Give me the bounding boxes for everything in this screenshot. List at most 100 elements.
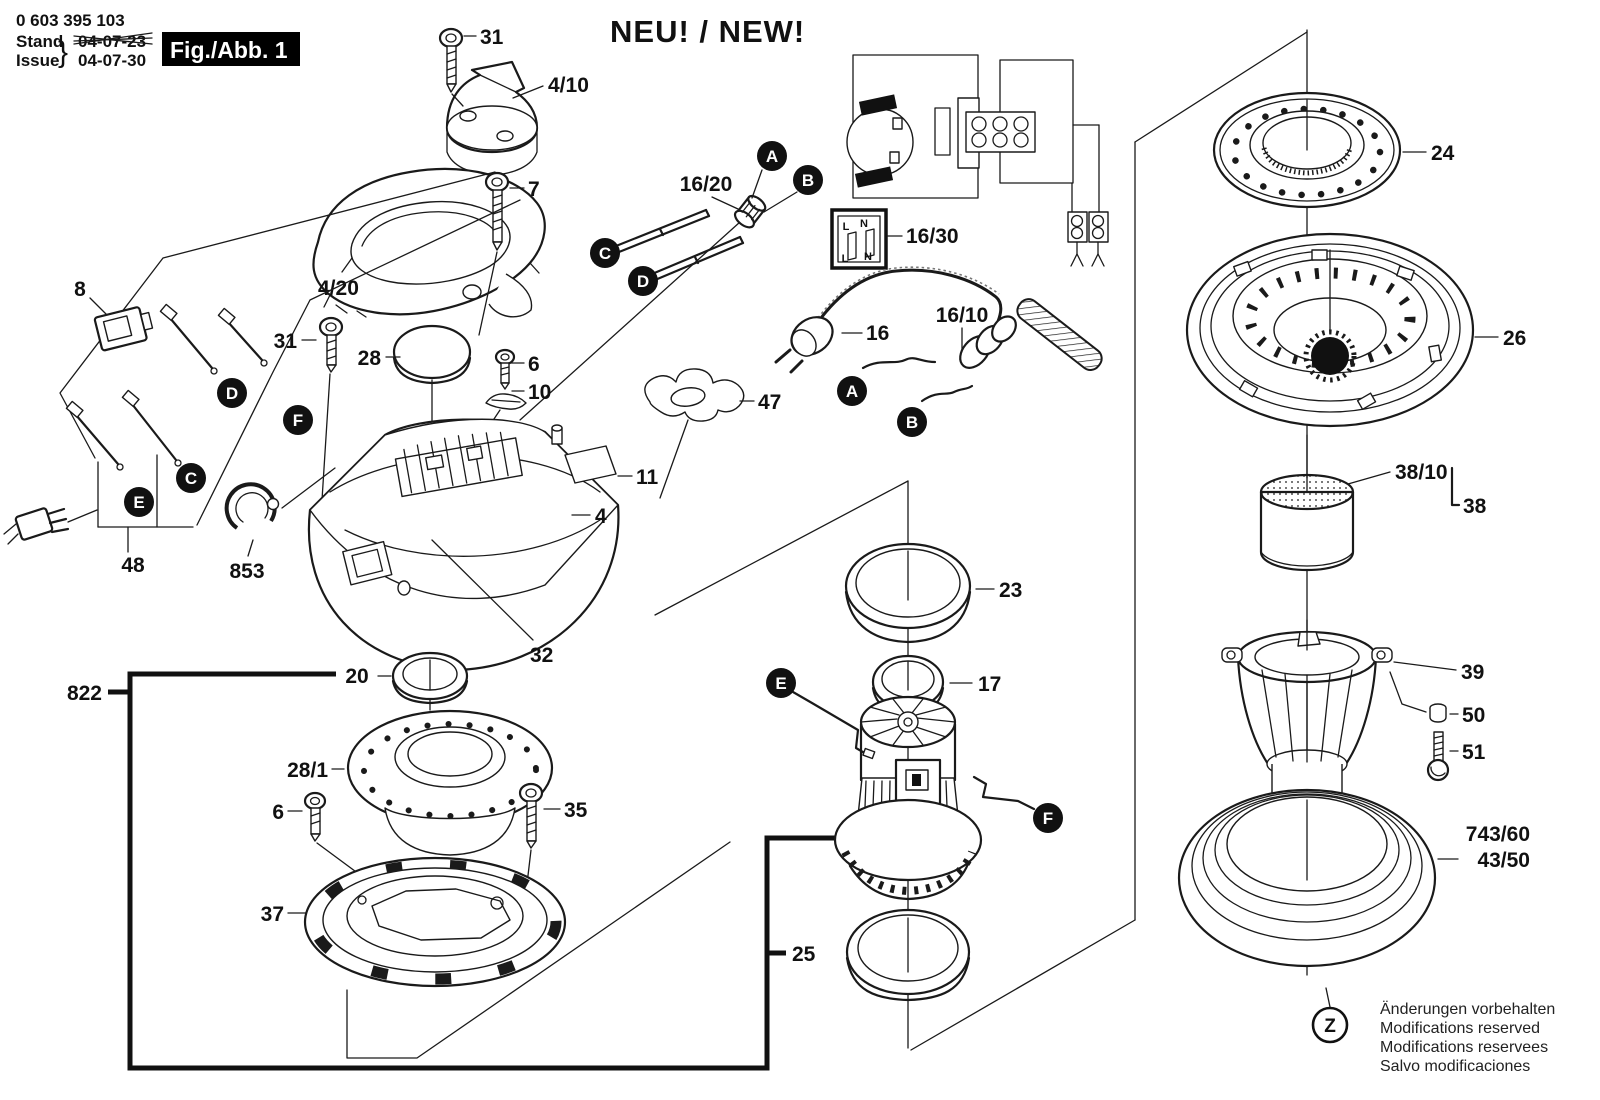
- part-seal-25: 25: [792, 908, 971, 1002]
- balloon-d2: D: [217, 378, 247, 408]
- part-label-822: 822: [67, 682, 102, 705]
- schematic-connector-block: [965, 111, 1036, 153]
- svg-text:L: L: [843, 221, 850, 233]
- balloon-b2: B: [897, 407, 927, 437]
- part-pad-28: 28: [358, 324, 472, 441]
- part-label-48: 48: [121, 554, 145, 577]
- sleeve-grommet: [733, 194, 767, 229]
- part-clamp-47: 47: [644, 368, 781, 499]
- svg-text:N: N: [860, 218, 868, 230]
- housing-switch-hole: [342, 540, 393, 586]
- balloon-a2: A: [837, 376, 867, 406]
- housing-pcb: [394, 431, 523, 498]
- group-bracket-822: [108, 671, 845, 1071]
- part-label-7: 7: [528, 178, 540, 201]
- note-de: Änderungen vorbehalten: [1380, 1000, 1555, 1018]
- balloon-c2: C: [176, 463, 206, 493]
- svg-text:F: F: [1043, 809, 1053, 828]
- part-label-4: 4: [595, 505, 607, 528]
- stand-date-struck: 04-07-23: [73, 32, 153, 51]
- harness-end-connector: [3, 507, 98, 545]
- fig-label: Fig./Abb. 1: [170, 37, 288, 63]
- svg-text:A: A: [766, 147, 778, 166]
- balloon-f1: F: [283, 405, 313, 435]
- part-module-16-30: L N L N 16/30: [830, 208, 959, 270]
- part-number: 0 603 395 103: [16, 11, 125, 30]
- balloon-f2: F: [1033, 803, 1063, 833]
- part-switch-8: [93, 306, 154, 352]
- part-label-11: 11: [636, 466, 659, 489]
- part-label-32: 32: [530, 644, 553, 667]
- part-flange-28-1: 28/1: [287, 709, 554, 856]
- balloon-e2: E: [766, 668, 796, 698]
- part-label-37: 37: [261, 903, 284, 926]
- note-fr: Modifications reservees: [1380, 1039, 1548, 1056]
- cord-plug: [774, 316, 834, 374]
- part-label-51: 51: [1462, 741, 1486, 764]
- motor-impeller-vanes: [860, 698, 956, 746]
- part-label-8: 8: [74, 278, 86, 301]
- harness-wire: [121, 389, 182, 467]
- part-base-37: 37: [261, 856, 567, 988]
- part-label-853: 853: [229, 560, 264, 583]
- wiring-schematic: [846, 54, 1109, 267]
- part-label-47: 47: [758, 391, 781, 414]
- svg-text:Z: Z: [1324, 1016, 1336, 1037]
- svg-text:A: A: [846, 382, 858, 401]
- part-label-tag-11: 11: [564, 445, 659, 489]
- part-screw-6-bottom: 6: [272, 791, 391, 898]
- issue-label: Issue: [16, 51, 59, 70]
- part-label-31-top: 31: [480, 26, 504, 49]
- part-clamp-853: 853: [224, 467, 336, 583]
- part-label-31-left: 31: [274, 330, 298, 353]
- note-es: Salvo modificaciones: [1380, 1058, 1530, 1075]
- harness-wire: [217, 307, 268, 367]
- part-label-35: 35: [564, 799, 588, 822]
- part-screw-35: 35: [518, 782, 588, 885]
- part-label-6-top: 6: [528, 353, 540, 376]
- balloons: A B C D D F C E A B E F: [124, 141, 1063, 833]
- part-nut-50: 50: [1389, 671, 1485, 727]
- svg-text:F: F: [293, 411, 303, 430]
- schematic-motor: [846, 108, 914, 176]
- part-clip-10: 10: [479, 381, 551, 441]
- part-motor: [791, 690, 1036, 901]
- part-screw-6-top: 6: [494, 348, 540, 390]
- part-filter-38: 38/10 38: [1259, 434, 1487, 572]
- harness-wire: [65, 400, 124, 471]
- part-label-16-20: 16/20: [680, 173, 733, 196]
- part-label-743-60: 743/60: [1466, 823, 1530, 846]
- z-marker: Z: [1311, 987, 1349, 1044]
- balloon-b: B: [793, 165, 823, 195]
- stand-label: Stand: [16, 32, 63, 51]
- svg-text:E: E: [133, 493, 144, 512]
- new-banner: NEU! / NEW!: [610, 14, 805, 49]
- svg-text:C: C: [185, 469, 197, 488]
- brace: }: [58, 36, 68, 69]
- note-en: Modifications reserved: [1380, 1020, 1540, 1037]
- schematic-twin-plug: [1067, 211, 1109, 267]
- svg-text:B: B: [802, 171, 814, 190]
- svg-text:C: C: [599, 244, 611, 263]
- fig-box: [162, 32, 300, 66]
- part-label-10: 10: [528, 381, 551, 404]
- part-label-24: 24: [1431, 142, 1455, 165]
- part-cap-4-10: 4/10: [445, 60, 589, 176]
- part-ring-24: 24: [1212, 91, 1455, 209]
- part-tank-43-50: 743/60 43/50: [1177, 788, 1530, 968]
- harness-wire: [159, 303, 218, 375]
- header: 0 603 395 103 Stand Issue } 04-07-23 04-…: [16, 11, 805, 70]
- part-screw-31-top: 31: [438, 26, 504, 107]
- part-screw-51: 51: [1426, 731, 1486, 782]
- svg-text:E: E: [775, 674, 786, 693]
- part-sleeve-16-20: 16/20: [614, 169, 798, 282]
- balloon-c: C: [590, 238, 620, 268]
- svg-text:B: B: [906, 413, 918, 432]
- part-label-39: 39: [1461, 661, 1484, 684]
- part-label-16-10: 16/10: [936, 304, 989, 327]
- part-label-25: 25: [792, 943, 816, 966]
- part-label-16: 16: [866, 322, 889, 345]
- svg-text:D: D: [226, 384, 238, 403]
- part-label-20: 20: [345, 665, 368, 688]
